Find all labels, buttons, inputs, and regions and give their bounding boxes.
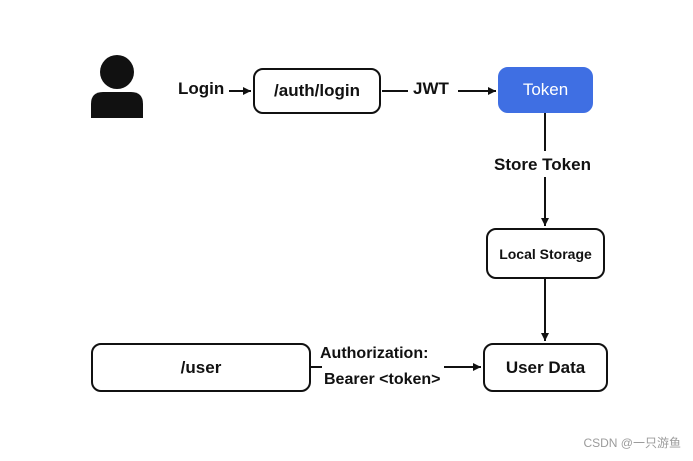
authorization-label-line1: Authorization: xyxy=(320,345,429,362)
user-endpoint-node-label: /user xyxy=(180,357,222,377)
user-icon xyxy=(91,55,143,118)
user-data-node: User Data xyxy=(483,343,608,392)
local-storage-node: Local Storage xyxy=(486,228,605,279)
local-storage-node-label: Local Storage xyxy=(499,245,592,262)
auth-login-node-label: /auth/login xyxy=(274,81,360,100)
login-label: Login xyxy=(178,79,225,98)
token-node-label: Token xyxy=(522,80,569,99)
user-data-node-label: User Data xyxy=(505,357,586,377)
user-endpoint-node: /user xyxy=(91,343,311,392)
store-token-label: Store Token xyxy=(494,155,591,174)
jwt-label: JWT xyxy=(413,79,449,98)
watermark: CSDN @一只游鱼 xyxy=(583,436,681,450)
auth-login-node: /auth/login xyxy=(253,68,381,114)
authorization-label-line2: Bearer <token> xyxy=(324,371,441,388)
token-node: Token xyxy=(498,67,593,113)
